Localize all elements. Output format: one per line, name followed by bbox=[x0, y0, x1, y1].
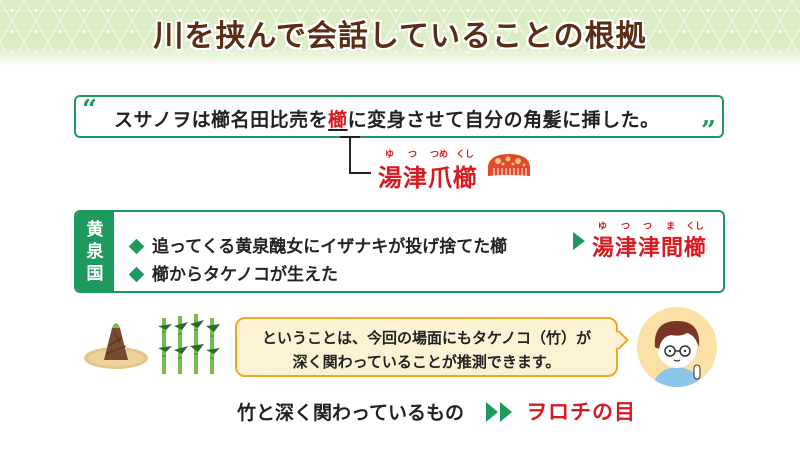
connector-line bbox=[349, 138, 351, 174]
yomi-tag: 黄 泉 国 bbox=[76, 212, 114, 291]
term-text: 湯津爪櫛 bbox=[378, 164, 478, 192]
quote-text: スサノヲは櫛名田比売を櫛に変身させて自分の角髪に挿した。 bbox=[114, 105, 660, 132]
avatar bbox=[637, 307, 717, 387]
ruby: つ bbox=[408, 150, 418, 160]
bubble-line-2: 深く関わっていることが推測できます。 bbox=[292, 353, 561, 371]
bamboo-icon bbox=[158, 314, 220, 374]
term-text: 湯津津間櫛 bbox=[592, 236, 708, 261]
yomi-item-text: 櫛からタケノコが生えた bbox=[152, 265, 338, 285]
speech-bubble: ということは、今回の場面にもタケノコ（竹）が 深く関わっていることが推測できます… bbox=[235, 317, 618, 377]
ruby: つ bbox=[643, 222, 653, 232]
tag-char: 泉 bbox=[86, 241, 104, 262]
ruby: くし bbox=[686, 222, 705, 232]
quote-text-before: スサノヲは櫛名田比売を bbox=[114, 109, 329, 131]
connector-line bbox=[340, 136, 360, 138]
double-arrow-right-icon bbox=[486, 402, 512, 422]
comb-icon bbox=[488, 154, 530, 176]
diamond-bullet-icon bbox=[128, 238, 145, 254]
yomi-item: 追ってくる黄泉醜女にイザナキが投げ捨てた櫛 bbox=[128, 232, 507, 257]
quote-highlight: 櫛 bbox=[328, 109, 348, 131]
ruby: ま bbox=[666, 222, 676, 232]
yomi-item: 櫛からタケノコが生えた bbox=[128, 260, 338, 285]
tag-char: 国 bbox=[86, 263, 104, 284]
bamboo-shoot-icon bbox=[84, 323, 148, 369]
quote-box: “ スサノヲは櫛名田比売を櫛に変身させて自分の角髪に挿した。 ” bbox=[74, 95, 724, 144]
close-quote-icon: ” bbox=[701, 116, 716, 146]
arrow-right-icon bbox=[573, 232, 585, 250]
open-quote-icon: “ bbox=[82, 95, 97, 125]
header-fade bbox=[0, 48, 800, 66]
conclusion-answer: ヲロチの目 bbox=[526, 400, 636, 424]
connector-line bbox=[349, 172, 371, 174]
ruby: ゆ bbox=[385, 150, 395, 160]
boy-with-glasses-icon bbox=[653, 321, 701, 387]
conclusion-label: 竹と深く関わっているもの bbox=[237, 402, 465, 424]
tag-char: 黄 bbox=[86, 219, 104, 240]
ruby: つ bbox=[621, 222, 631, 232]
diamond-bullet-icon bbox=[128, 266, 145, 282]
quote-text-after: に変身させて自分の角髪に挿した。 bbox=[347, 109, 660, 131]
ruby: つめ bbox=[430, 150, 449, 160]
yomi-item-text: 追ってくる黄泉醜女にイザナキが投げ捨てた櫛 bbox=[152, 237, 508, 257]
ruby: ゆ bbox=[598, 222, 608, 232]
yomi-box: 黄 泉 国 追ってくる黄泉醜女にイザナキが投げ捨てた櫛 櫛からタケノコが生えた bbox=[74, 210, 725, 293]
bubble-line-1: ということは、今回の場面にもタケノコ（竹）が bbox=[261, 329, 592, 347]
ruby: くし bbox=[456, 150, 475, 160]
page-title: 川を挟んで会話していることの根拠 bbox=[153, 19, 647, 54]
